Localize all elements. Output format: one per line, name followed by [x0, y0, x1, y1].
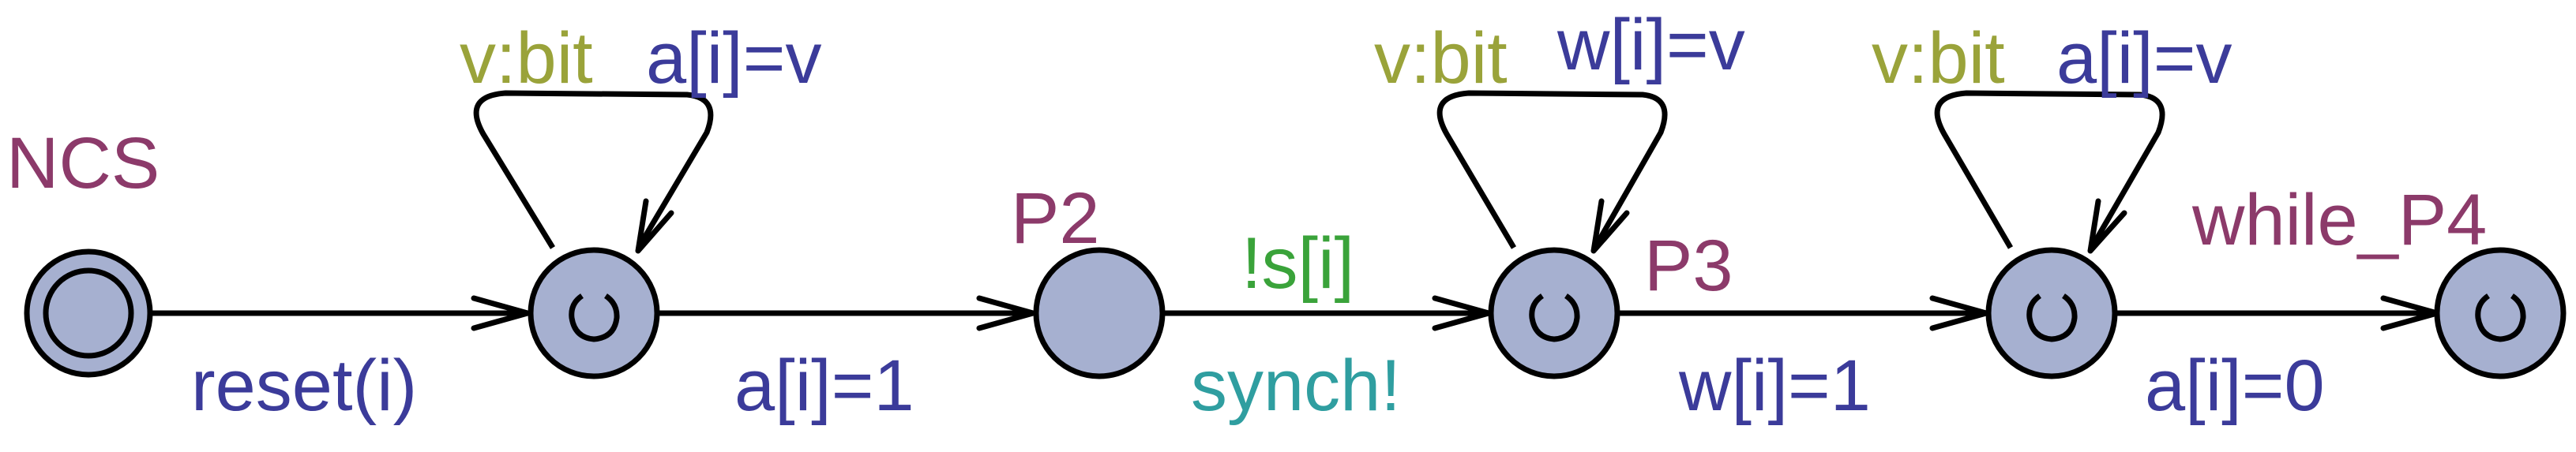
loop3-update: a[i]=v: [2056, 18, 2232, 99]
edge-ncs-to-l1[interactable]: [152, 295, 531, 331]
edge-update-reset: reset(i): [191, 346, 417, 426]
location-p2[interactable]: [1033, 247, 1166, 379]
edge-l1-to-p2[interactable]: [659, 295, 1036, 331]
location-ncs-initial[interactable]: [24, 248, 153, 378]
loop1-update: a[i]=v: [646, 18, 821, 99]
loop2-update: w[i]=v: [1556, 5, 1745, 85]
loop2-select: v:bit: [1374, 18, 1508, 99]
location-l4-urgent[interactable]: [1985, 247, 2118, 379]
loop1-select: v:bit: [460, 18, 593, 99]
loop3-select: v:bit: [1872, 18, 2005, 99]
location-name-p2: P2: [1011, 178, 1100, 259]
edge-update-a-0: a[i]=0: [2145, 346, 2325, 426]
location-name-p3: P3: [1644, 226, 1733, 306]
urgent-marker-icon: [569, 293, 620, 342]
urgent-marker-icon: [2475, 293, 2526, 342]
location-l1-urgent[interactable]: [528, 247, 660, 379]
edge-update-w-1: w[i]=1: [1678, 346, 1871, 426]
self-loop-l1[interactable]: [473, 90, 714, 254]
location-while-p4-urgent[interactable]: [2434, 247, 2567, 379]
edge-sync-synch: synch!: [1191, 346, 1401, 426]
location-name-while-p4: while_P4: [2191, 180, 2487, 260]
location-name-ncs: NCS: [6, 123, 160, 204]
urgent-marker-icon: [1529, 293, 1580, 342]
location-p3-urgent[interactable]: [1488, 247, 1620, 379]
edge-update-a-1: a[i]=1: [734, 346, 914, 426]
self-loop-l4[interactable]: [1934, 90, 2165, 254]
edge-l4-to-while-p4[interactable]: [2116, 295, 2440, 331]
self-loop-p3[interactable]: [1436, 90, 1668, 254]
edge-guard-s: !s[i]: [1241, 223, 1354, 304]
urgent-marker-icon: [2026, 293, 2078, 342]
